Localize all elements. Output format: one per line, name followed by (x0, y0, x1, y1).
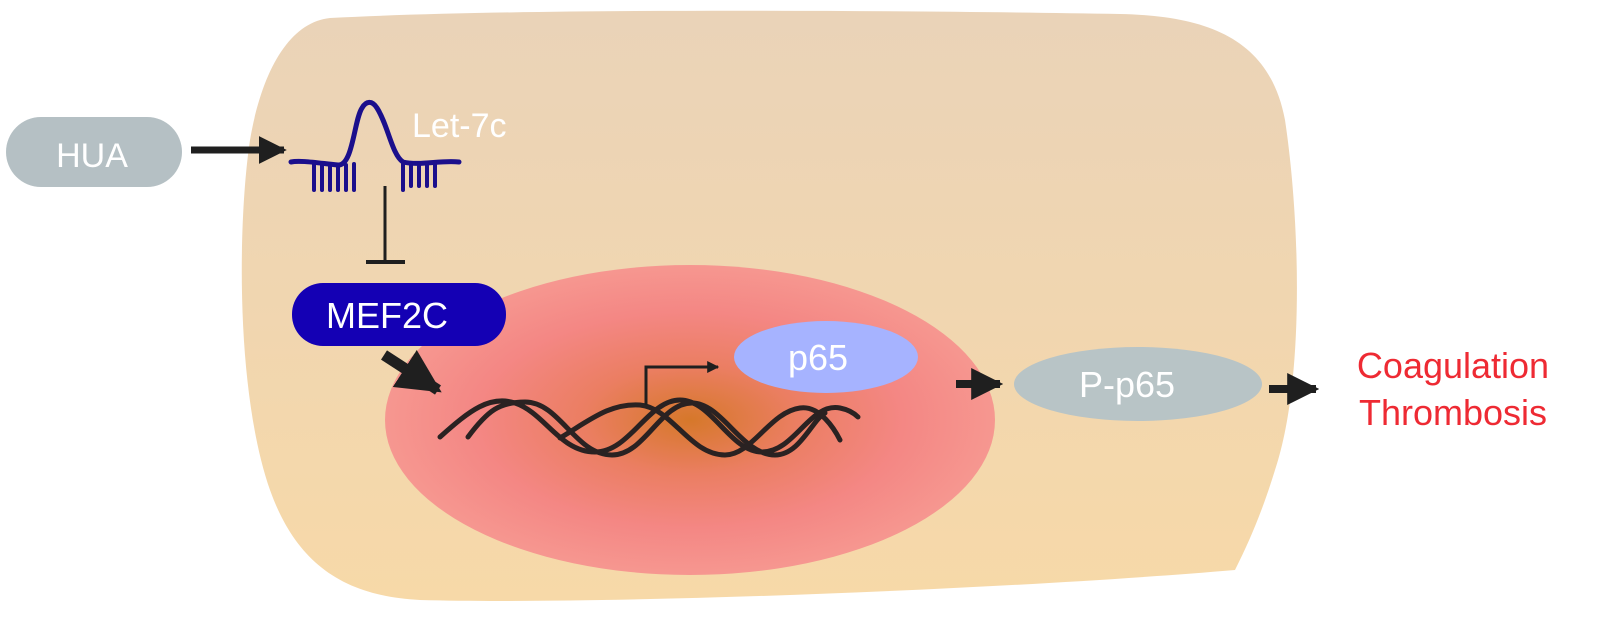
p65-label: p65 (788, 337, 848, 378)
hua-node (6, 117, 182, 187)
let7c-label: Let-7c (412, 107, 507, 145)
dna-double-helix-icon (437, 397, 861, 458)
hua-label: HUA (56, 137, 128, 175)
p65-node (734, 321, 918, 393)
mef2c-label: MEF2C (326, 295, 448, 336)
mirna-hairpin-icon (288, 99, 462, 192)
outcome-thrombosis: Thrombosis (1359, 392, 1547, 433)
p-p65-label: P-p65 (1079, 364, 1175, 405)
mef2c-to-dna-arrow (381, 350, 442, 395)
p-p65-node (1014, 347, 1262, 421)
transcription-start-icon (644, 361, 720, 405)
mef2c-node (292, 283, 506, 346)
outcome-coagulation: Coagulation (1357, 345, 1549, 386)
